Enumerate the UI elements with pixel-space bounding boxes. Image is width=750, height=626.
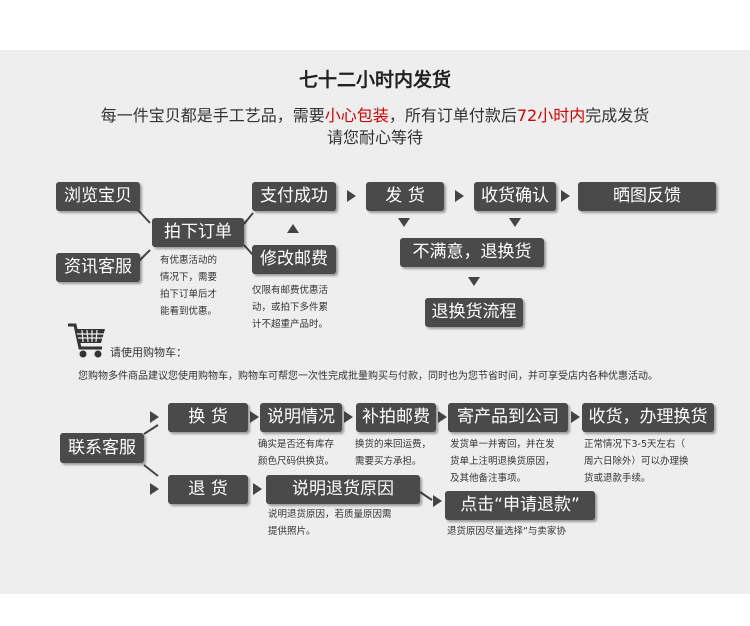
- order-box: 拍下订单: [152, 218, 244, 247]
- shopping-cart-icon: [66, 322, 108, 360]
- arrow-right-icon: [150, 483, 159, 495]
- arrow-right-icon: [433, 495, 442, 507]
- unsatisfied-box: 不满意，退换货: [400, 238, 544, 267]
- arrow-up-icon: [287, 224, 299, 233]
- subtitle: 每一件宝贝都是手工艺品，需要小心包装，所有订单付款后72小时内完成发货 请您耐心…: [100, 106, 650, 147]
- explain-box: 说明情况: [260, 403, 342, 432]
- arrow-right-icon: [347, 190, 356, 202]
- arrow-down-icon: [468, 277, 480, 286]
- arrow-down-icon: [398, 218, 410, 227]
- arrow-right-icon: [253, 483, 262, 495]
- extra-postage-box: 补拍邮费: [356, 403, 436, 432]
- arrow-right-icon: [561, 190, 570, 202]
- ship-box: 发 货: [366, 182, 444, 211]
- apply-note: 退货原因尽量选择“与卖家协: [447, 526, 566, 537]
- page-title: 七十二小时内发货: [298, 69, 451, 91]
- consult-box: 资讯客服: [56, 253, 140, 282]
- arrow-right-icon: [344, 411, 353, 423]
- refund-note: 说明退货原因，若质量原因需 提供照片。: [268, 509, 392, 537]
- cart-label: 请使用购物车：: [110, 346, 187, 359]
- browse-box: 浏览宝贝: [56, 182, 140, 211]
- postage-note: 仅限有邮费优惠活 动，或拍下多件累 计不超重产品时。: [252, 285, 329, 330]
- postage-note-2: 换货的来回运费， 需要买方承担。: [355, 439, 432, 467]
- send-note: 发货单一并寄回，并在发 货单上注明退换货原因， 及其他备注事项。: [450, 439, 555, 484]
- refund-box: 退 货: [168, 475, 248, 504]
- explain-refund-box: 说明退货原因: [266, 475, 420, 504]
- explain-note: 确实是否还有库存 颜色尺码供换货。: [258, 439, 335, 467]
- arrow-right-icon: [438, 411, 447, 423]
- edit-postage-box: 修改邮费: [252, 245, 336, 274]
- arrow-right-icon: [455, 190, 464, 202]
- arrow-right-icon: [571, 411, 580, 423]
- cart-text: 您购物多件商品建议您使用购物车，购物车可帮您一次性完成批量购买与付款，同时也为您…: [78, 371, 658, 382]
- receive-box: 收货，办理换货: [582, 403, 714, 432]
- arrow-right-icon: [250, 411, 259, 423]
- pay-box: 支付成功: [252, 182, 336, 211]
- return-flow-box: 退换货流程: [425, 298, 523, 327]
- send-back-box: 寄产品到公司: [448, 403, 568, 432]
- receive-note: 正常情况下3-5天左右（ 周六日除外）可以办理换 货或退款手续。: [584, 439, 689, 484]
- review-box: 晒图反馈: [578, 182, 716, 211]
- arrow-down-icon: [509, 218, 521, 227]
- order-note: 有优惠活动的 情况下，需要 拍下订单后才 能看到优惠。: [160, 255, 218, 317]
- apply-refund-box: 点击“申请退款”: [445, 491, 595, 520]
- arrow-right-icon: [150, 411, 159, 423]
- contact-box: 联系客服: [60, 433, 144, 463]
- confirm-box: 收货确认: [474, 182, 556, 211]
- exchange-box: 换 货: [168, 403, 248, 432]
